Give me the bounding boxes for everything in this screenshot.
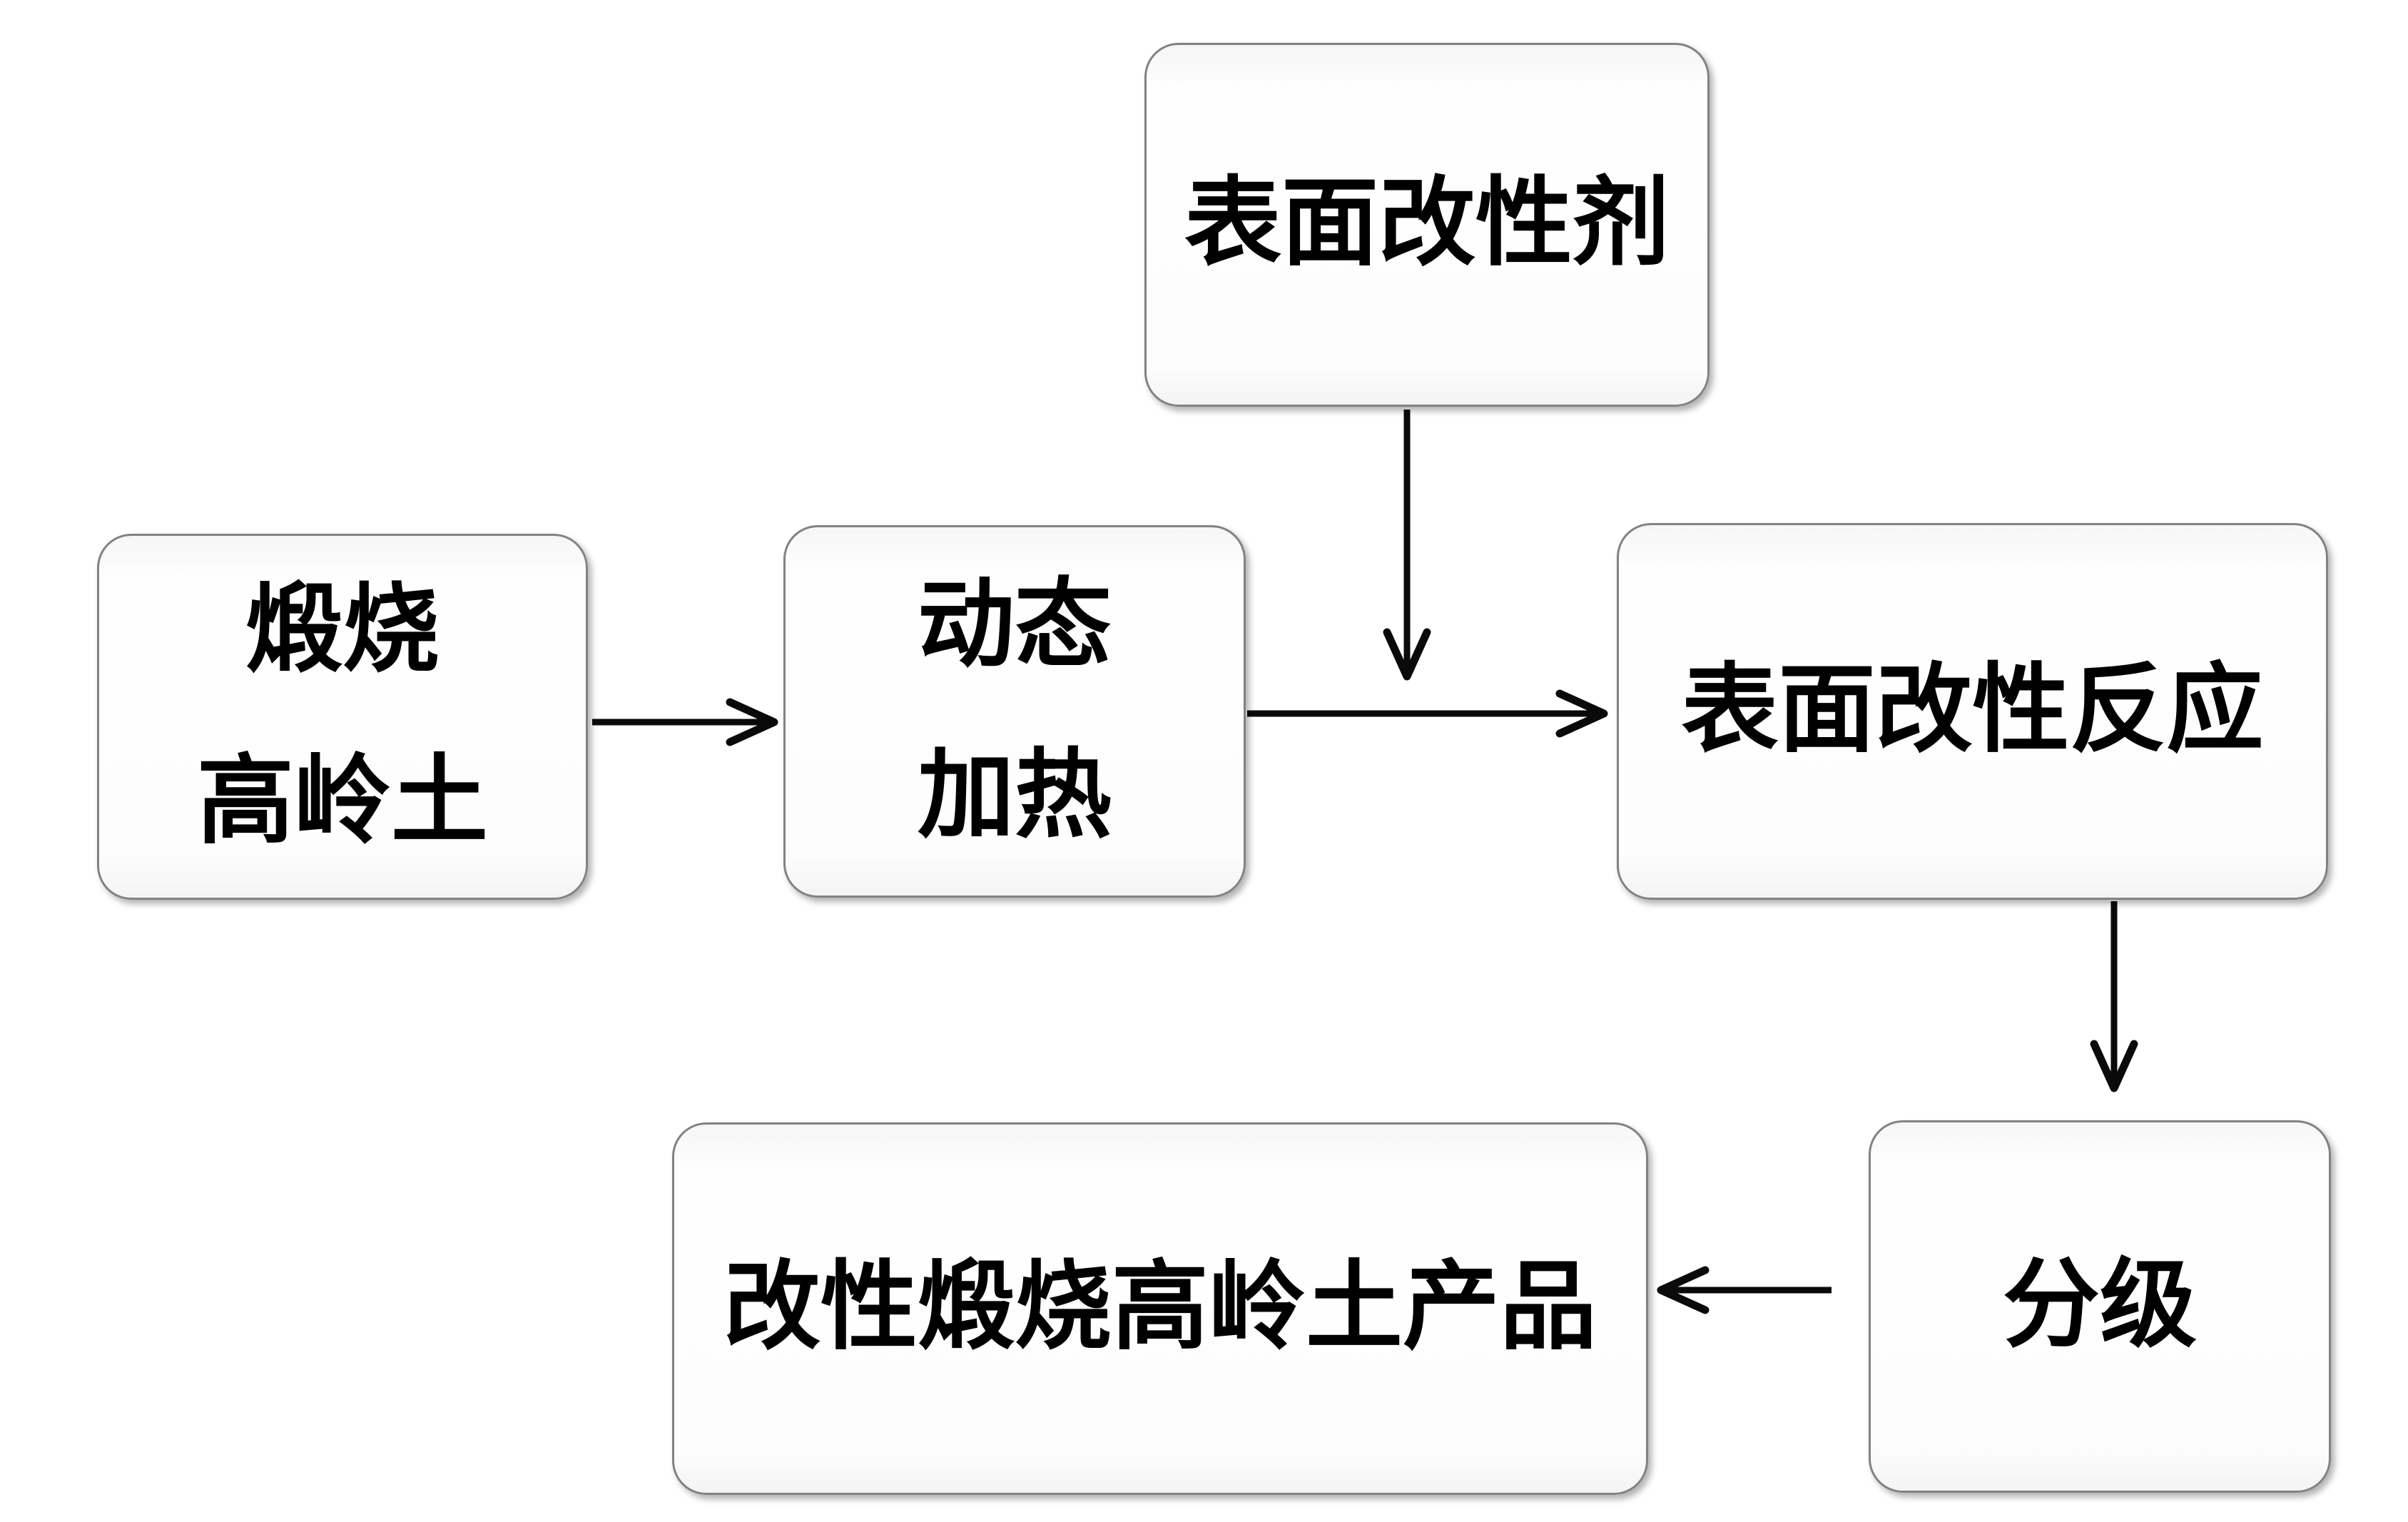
node-dynamic-heating-label-line2: 加热 xyxy=(918,743,1112,850)
node-surface-modification-reaction-label: 表面改性反应 xyxy=(1681,657,2264,765)
node-dynamic-heating-label-line1: 动态 xyxy=(918,572,1112,679)
node-surface-modification-reaction: 表面改性反应 xyxy=(1617,523,2328,900)
node-surface-modifier: 表面改性剂 xyxy=(1144,43,1710,407)
node-modified-kaolin-product-label: 改性煅烧高岭土产品 xyxy=(723,1254,1597,1362)
node-dynamic-heating: 动态 加热 xyxy=(783,525,1246,898)
node-modified-kaolin-product: 改性煅烧高岭土产品 xyxy=(672,1122,1648,1495)
node-calcined-kaolin-label-line1: 煅烧 xyxy=(245,577,440,685)
node-classification-label: 分级 xyxy=(2003,1252,2197,1360)
node-calcined-kaolin: 煅烧 高岭土 xyxy=(97,534,588,900)
node-surface-modifier-label: 表面改性剂 xyxy=(1184,171,1670,278)
node-classification: 分级 xyxy=(1869,1120,2331,1493)
node-calcined-kaolin-label-line2: 高岭土 xyxy=(197,748,488,856)
